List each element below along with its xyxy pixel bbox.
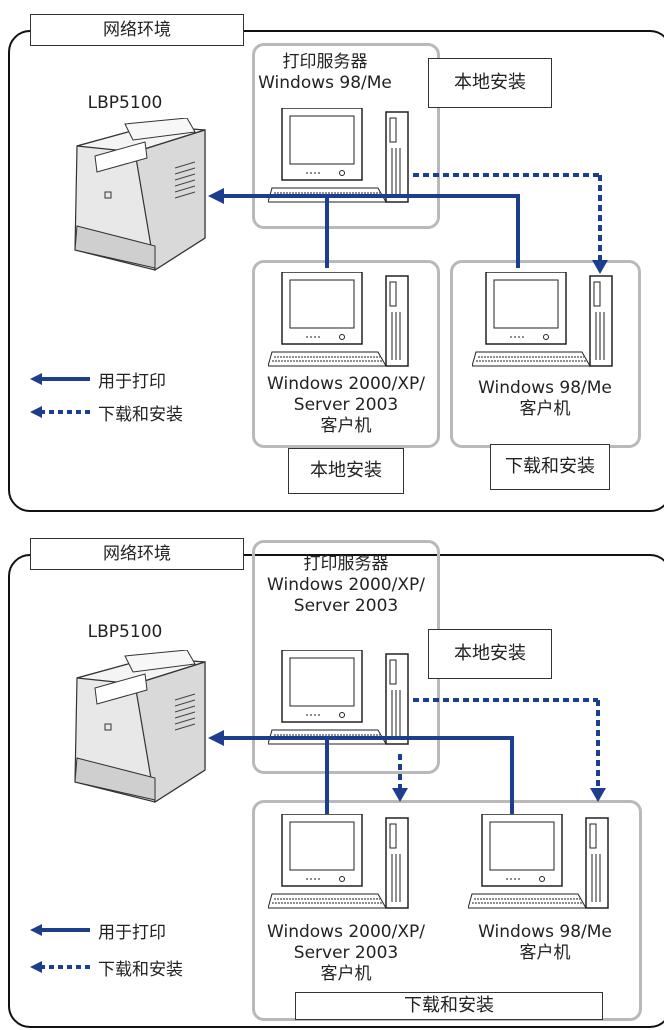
printer-icon <box>74 650 206 803</box>
clients-install-box: 下载和安装 <box>295 992 603 1020</box>
arrow-to-printer <box>208 730 224 746</box>
print-server-os-label-2: Server 2003 <box>293 596 399 616</box>
print-connections <box>222 194 520 268</box>
connection-lines <box>208 173 608 274</box>
connection-lines <box>208 698 606 814</box>
print-connections <box>222 736 514 814</box>
arrow-to-printer <box>208 188 224 204</box>
arrow-to-client-right <box>592 260 608 274</box>
legend-download-label: 下载和安装 <box>98 959 183 980</box>
print-server-group <box>252 43 440 229</box>
solid-arrow-icon <box>30 373 90 385</box>
print-server-label: 打印服务器 <box>282 52 368 72</box>
client-left-computer-icon <box>268 272 409 367</box>
client-left-os-label-2: Server 2003 <box>293 943 399 963</box>
client-right-os-label: Windows 98/Me <box>478 922 612 942</box>
dashed-arrow-icon <box>30 406 90 418</box>
legend-print-label: 用于打印 <box>98 371 166 392</box>
client-right-install-box: 下载和安装 <box>490 444 610 490</box>
printer-model-label: LBP5100 <box>87 93 163 113</box>
printer-icon <box>74 118 206 271</box>
network-environment-label: 网络环境 <box>30 538 244 570</box>
print-server-label: 打印服务器 <box>303 554 389 574</box>
legend-download: 下载和安装 <box>30 400 183 425</box>
legend-print: 用于打印 <box>30 367 166 392</box>
client-left-group <box>252 260 440 448</box>
arrow-to-client-left <box>392 788 408 802</box>
client-left-computer-icon <box>268 814 409 909</box>
client-right-role-label: 客户机 <box>519 399 571 419</box>
server-install-box: 本地安装 <box>428 629 552 679</box>
print-server-os-label-1: Windows 2000/XP/ <box>267 575 425 595</box>
client-right-computer-icon <box>472 272 613 367</box>
legend-download-label: 下载和安装 <box>98 404 183 425</box>
download-connections <box>413 173 602 262</box>
legend-print: 用于打印 <box>30 918 166 943</box>
download-connections <box>398 698 600 790</box>
client-right-role-label: 客户机 <box>519 943 571 963</box>
server-install-box: 本地安装 <box>428 58 552 108</box>
print-server-os-label: Windows 98/Me <box>258 73 392 93</box>
legend-print-label: 用于打印 <box>98 922 166 943</box>
print-server-computer-icon <box>268 108 409 203</box>
panel-windows-98-server: 网络环境 LBP5100 打印服务器 Windows 98/Me 本地安装 Wi… <box>8 14 664 512</box>
client-right-os-label: Windows 98/Me <box>478 378 612 398</box>
legend-download: 下载和安装 <box>30 955 183 980</box>
solid-arrow-icon <box>30 924 90 936</box>
dashed-arrow-icon <box>30 961 90 973</box>
client-left-role-label: 客户机 <box>320 964 372 984</box>
printer-model-label: LBP5100 <box>87 622 163 642</box>
client-left-role-label: 客户机 <box>320 416 372 436</box>
client-left-install-box: 本地安装 <box>288 448 404 494</box>
client-right-computer-icon <box>468 814 609 909</box>
network-environment-label: 网络环境 <box>30 14 244 46</box>
panel-windows-2000-server: 网络环境 LBP5100 打印服务器 Windows 2000/XP/ Serv… <box>0 528 664 1030</box>
client-left-os-label-1: Windows 2000/XP/ <box>267 374 425 394</box>
client-left-os-label-2: Server 2003 <box>293 395 399 415</box>
arrow-to-client-right <box>590 788 606 802</box>
client-left-os-label-1: Windows 2000/XP/ <box>267 922 425 942</box>
